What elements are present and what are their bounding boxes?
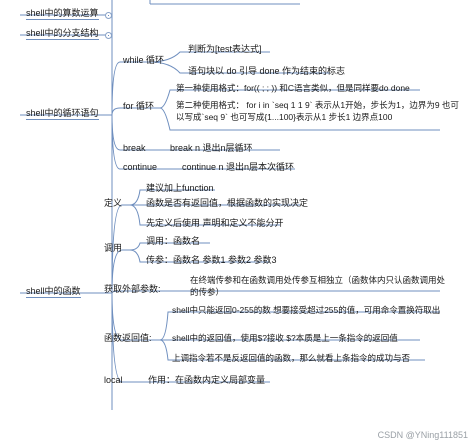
return-detail[interactable]: 上调指令若不是反返回值的函数，那么就看上条指令的成功与否 (172, 353, 411, 363)
collapse-toggle-icon[interactable] (105, 12, 112, 19)
for-detail[interactable]: 第二种使用格式： for i in `seq 1 1 9` 表示从1开始，步长为… (176, 100, 459, 122)
loop-break[interactable]: break (123, 143, 146, 153)
func-define[interactable]: 定义 (104, 198, 123, 208)
func-return[interactable]: 函数返回值: (104, 333, 152, 343)
loop-while[interactable]: while 循环 (123, 55, 165, 65)
external-detail[interactable]: 在终端传参和在函数调用处传参互相独立（函数体内只认函数调用处 的传参） (190, 275, 446, 297)
loop-for[interactable]: for 循环 (123, 101, 155, 111)
func-external-args[interactable]: 获取外部参数: (104, 284, 161, 294)
root-item-func[interactable]: shell中的函数 (26, 286, 81, 298)
while-detail[interactable]: 语句块以 do 引导 done 作为结束的标志 (188, 66, 346, 76)
root-item-branch[interactable]: shell中的分支结构 (26, 28, 99, 40)
continue-detail[interactable]: continue n 退出n层本次循环 (182, 162, 295, 172)
root-item-loop[interactable]: shell中的循环语句 (26, 108, 99, 120)
define-detail[interactable]: 函数是否有返回值，根据函数的实现决定 (146, 198, 309, 208)
break-detail[interactable]: break n 退出n层循环 (170, 143, 253, 153)
for-detail[interactable]: 第一种使用格式：for(( ; ; )) 和C语言类似，但是同样要do done (176, 83, 410, 93)
root-item-arith[interactable]: shell中的算数运算 (26, 8, 99, 20)
return-detail[interactable]: shell中只能返回0-255的数 想要接受超过255的值，可用命令置换符取出 (172, 305, 441, 315)
func-call[interactable]: 调用 (104, 243, 123, 253)
define-detail[interactable]: 建议加上function (146, 183, 214, 193)
func-local[interactable]: local (104, 375, 123, 385)
loop-continue[interactable]: continue (123, 162, 158, 172)
watermark: CSDN @YNing111851 (377, 430, 468, 440)
call-detail[interactable]: 调用：函数名 (146, 236, 201, 246)
return-detail[interactable]: shell中的返回值，使用$?接收 $?本质是上一条指令的返回值 (172, 333, 398, 343)
local-detail[interactable]: 作用：在函数内定义局部变量 (148, 375, 266, 385)
call-detail[interactable]: 传参：函数名 参数1 参数2 参数3 (146, 255, 277, 265)
collapse-toggle-icon[interactable] (105, 32, 112, 39)
while-detail[interactable]: 判断为[test表达式] (188, 44, 262, 54)
define-detail[interactable]: 先定义后使用 声明和定义不能分开 (146, 218, 284, 228)
